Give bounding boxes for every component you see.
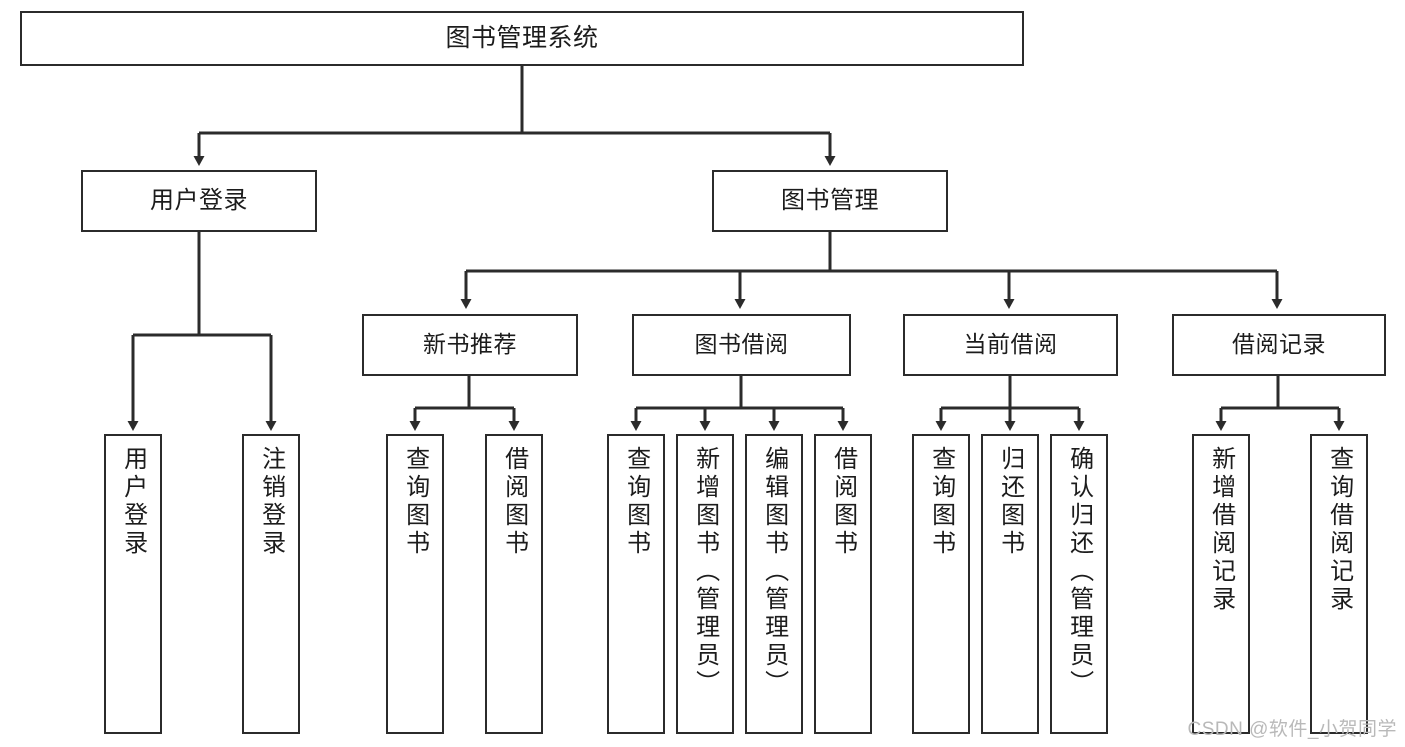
- leaf-borrow-book[interactable]: 借阅图书: [814, 434, 872, 734]
- node-label: 编辑图书（管理员）: [760, 446, 788, 698]
- leaf-edit-book-admin[interactable]: 编辑图书（管理员）: [745, 434, 803, 734]
- node-label: 图书借阅: [694, 331, 789, 358]
- leaf-add-borrow-record[interactable]: 新增借阅记录: [1192, 434, 1250, 734]
- node-root-book-management-system[interactable]: 图书管理系统: [20, 11, 1024, 66]
- node-label: 用户登录: [150, 186, 248, 214]
- node-label: 归还图书: [996, 446, 1024, 558]
- node-label: 借阅图书: [500, 446, 528, 558]
- node-label: 确认归还（管理员）: [1065, 446, 1093, 698]
- node-label: 当前借阅: [963, 331, 1058, 358]
- node-label: 注销登录: [257, 446, 285, 558]
- node-label: 图书管理: [781, 186, 879, 214]
- node-user-login[interactable]: 用户登录: [81, 170, 317, 232]
- leaf-return-book[interactable]: 归还图书: [981, 434, 1039, 734]
- node-label: 借阅图书: [829, 446, 857, 558]
- node-label: 借阅记录: [1232, 331, 1326, 358]
- node-book-management[interactable]: 图书管理: [712, 170, 948, 232]
- node-current-borrow[interactable]: 当前借阅: [903, 314, 1118, 376]
- leaf-query-book-current[interactable]: 查询图书: [912, 434, 970, 734]
- node-label: 用户登录: [119, 446, 147, 558]
- leaf-borrow-book-recommend[interactable]: 借阅图书: [485, 434, 543, 734]
- leaf-query-borrow-record[interactable]: 查询借阅记录: [1310, 434, 1368, 734]
- node-label: 新书推荐: [423, 331, 517, 358]
- leaf-add-book-admin[interactable]: 新增图书（管理员）: [676, 434, 734, 734]
- node-label: 新增借阅记录: [1207, 446, 1235, 614]
- leaf-confirm-return-admin[interactable]: 确认归还（管理员）: [1050, 434, 1108, 734]
- node-new-book-recommend[interactable]: 新书推荐: [362, 314, 578, 376]
- watermark-text: CSDN @软件_小贺同学: [1187, 719, 1397, 740]
- node-label: 查询图书: [927, 446, 955, 558]
- leaf-user-login[interactable]: 用户登录: [104, 434, 162, 734]
- node-borrow-record[interactable]: 借阅记录: [1172, 314, 1386, 376]
- node-label: 查询图书: [622, 446, 650, 558]
- leaf-logout[interactable]: 注销登录: [242, 434, 300, 734]
- node-book-borrow[interactable]: 图书借阅: [632, 314, 851, 376]
- node-label: 查询借阅记录: [1325, 446, 1353, 614]
- node-label: 新增图书（管理员）: [691, 446, 719, 698]
- node-label: 查询图书: [401, 446, 429, 558]
- node-label: 图书管理系统: [445, 23, 599, 52]
- leaf-query-book-recommend[interactable]: 查询图书: [386, 434, 444, 734]
- leaf-query-book-borrow[interactable]: 查询图书: [607, 434, 665, 734]
